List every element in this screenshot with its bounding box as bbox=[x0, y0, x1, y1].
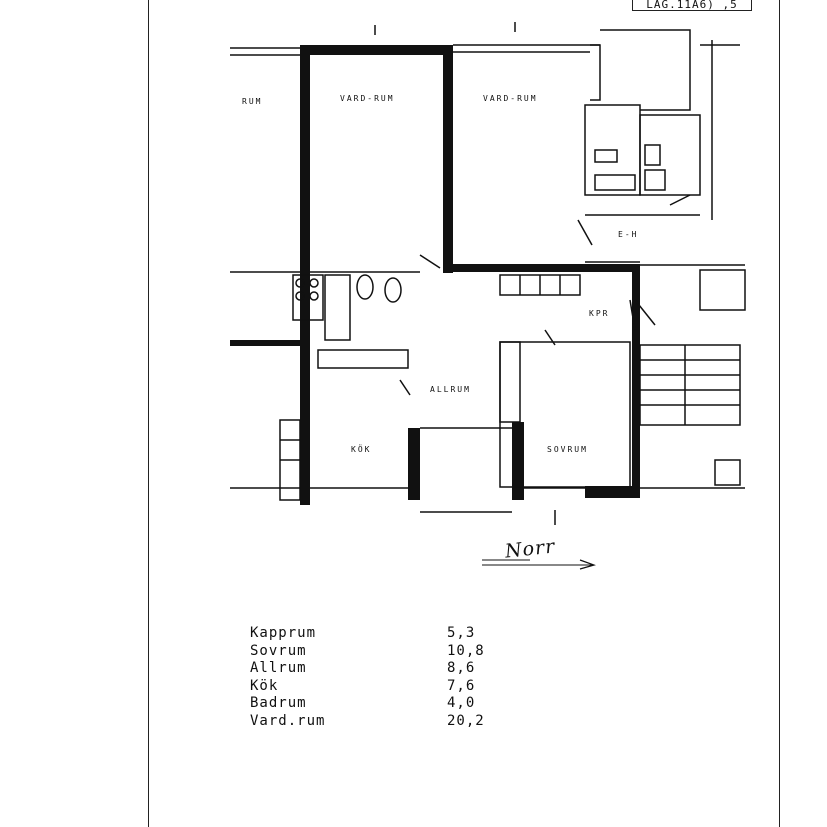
wall-sovrum-right bbox=[632, 268, 640, 498]
area-name: Sovrum bbox=[250, 642, 307, 659]
area-value: 20,2 bbox=[447, 712, 485, 729]
label-vardrum-1: VARD-RUM bbox=[340, 94, 395, 103]
label-room-left: RUM bbox=[242, 97, 262, 106]
wall-top-left bbox=[300, 45, 450, 55]
reference-label: LAG.11A6) ,5 bbox=[632, 0, 752, 11]
area-row: Kapprum 5,3 bbox=[250, 625, 485, 643]
area-row: Badrum 4,0 bbox=[250, 695, 485, 713]
floor-plan-drawing: RUM VARD-RUM VARD-RUM ALLRUM KÖK SOVRUM … bbox=[230, 22, 746, 525]
area-value: 4,0 bbox=[447, 695, 476, 711]
wall-entry-right bbox=[512, 422, 524, 500]
area-name: Vard.rum bbox=[250, 712, 326, 729]
wall-vardrum-left bbox=[300, 45, 310, 350]
area-row: Vard.rum 20,2 bbox=[250, 713, 485, 731]
north-arrow-icon bbox=[482, 559, 596, 570]
area-name: Kapprum bbox=[250, 625, 317, 641]
area-row: Allrum 8,6 bbox=[250, 660, 485, 678]
label-sovrum: SOVRUM bbox=[547, 445, 588, 454]
right-margin-line bbox=[779, 0, 780, 827]
wall-entry-left bbox=[408, 428, 420, 500]
area-name: Kök bbox=[250, 677, 279, 694]
wall-corridor bbox=[230, 340, 305, 346]
label-vardrum-2: VARD-RUM bbox=[483, 94, 538, 103]
area-value: 5,3 bbox=[447, 625, 476, 641]
area-row: Sovrum 10,8 bbox=[250, 643, 485, 661]
area-name: Allrum bbox=[250, 660, 307, 676]
area-value: 7,6 bbox=[447, 677, 476, 694]
area-row: Kök 7,6 bbox=[250, 678, 485, 696]
area-value: 8,6 bbox=[447, 660, 476, 676]
wall-kitchen-left bbox=[300, 270, 310, 505]
wall-sovrum-bottom bbox=[585, 486, 640, 498]
wall-vardrum-bottom bbox=[450, 264, 640, 272]
label-kok: KÖK bbox=[351, 444, 371, 454]
area-value: 10,8 bbox=[447, 642, 485, 659]
wall-vardrum-divider bbox=[443, 45, 453, 273]
label-kpr: KPR bbox=[589, 309, 609, 318]
area-name: Badrum bbox=[250, 695, 307, 711]
left-margin-line bbox=[148, 0, 149, 827]
label-hall: E-H bbox=[618, 230, 638, 239]
label-allrum: ALLRUM bbox=[430, 385, 471, 394]
